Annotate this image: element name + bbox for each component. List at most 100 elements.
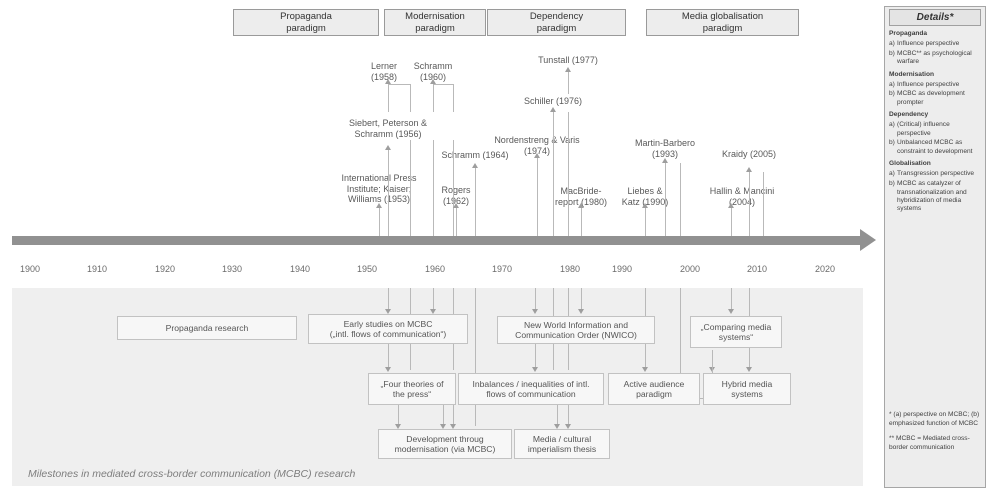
milestone-line: Schramm <box>413 61 453 71</box>
milestone-label-siebert-peterson-1956: Siebert, Peterson &Schramm (1956) <box>328 118 448 139</box>
details-item-key: b) <box>889 180 895 188</box>
details-item-text: Influence perspective <box>897 80 960 88</box>
year-label-1950: 1950 <box>356 264 378 274</box>
concept-box-line: Early studies on MCBC <box>343 318 433 329</box>
milestone-line: (1974) <box>523 145 550 156</box>
milestone-line: Rogers <box>441 185 471 195</box>
diagram-caption: Milestones in mediated cross-border comm… <box>28 468 356 480</box>
details-item-text: MCBC** as psychological warfare <box>897 49 972 66</box>
details-group-heading-dependency: Dependency <box>889 111 929 119</box>
milestone-label-rogers-1962: Rogers(1962) <box>396 185 516 206</box>
details-item-text: MCBC as catalyzer of transnationalizatio… <box>897 180 967 213</box>
milestone-line: Schiller (1976) <box>523 96 583 106</box>
concept-box-line: Media / cultural <box>532 433 592 444</box>
year-label-1910: 1910 <box>86 264 108 274</box>
milestone-label-lerner-1958: Lerner(1958) <box>324 61 444 82</box>
milestone-line: (1962) <box>442 195 469 206</box>
concept-box-line: paradigm <box>636 389 672 399</box>
details-item-key: a) <box>889 80 895 88</box>
year-label-2020: 2020 <box>814 264 836 274</box>
details-item: a)(Critical) influence perspective <box>889 121 982 138</box>
timeline-axis-arrowhead <box>860 229 876 251</box>
milestone-line: Martin-Barbero <box>634 138 696 148</box>
paradigm-label-line2: paradigm <box>702 22 743 34</box>
details-item: a)Influence perspective <box>889 81 982 89</box>
concept-box-line: Inbalances / inequalities of intl. <box>472 378 590 389</box>
concept-box-line: Hybrid media <box>721 378 773 389</box>
concept-box-line: „Comparing media <box>700 321 772 332</box>
timeline-axis-bar <box>12 236 863 245</box>
milestone-line: (1960) <box>419 71 446 82</box>
paradigm-label-line1: Dependency <box>529 11 584 22</box>
details-item-text: Influence perspective <box>897 39 960 47</box>
paradigm-label-line1: Propaganda <box>280 11 332 22</box>
year-label-1920: 1920 <box>154 264 176 274</box>
milestone-label-schramm-1960: Schramm(1960) <box>373 61 493 82</box>
concept-box-line: Active audience <box>623 378 685 389</box>
year-label-1960: 1960 <box>424 264 446 274</box>
concept-box-line: („intl. flows of communication“) <box>329 329 447 339</box>
details-footnotes: * (a) perspective on MCBC; (b) emphasize… <box>889 404 982 452</box>
milestone-label-nordenstreng-varis-1974: Nordenstreng & Varis(1974) <box>477 135 597 156</box>
milestone-line: Katz (1990) <box>621 196 669 207</box>
details-item: b)MCBC** as psychological warfare <box>889 50 982 67</box>
milestone-label-macbride-report-1980: MacBride-report (1980) <box>521 186 641 207</box>
milestone-label-kraidy-2005: Kraidy (2005) <box>689 149 809 160</box>
paradigm-label-line2: paradigm <box>286 22 326 34</box>
details-item-key: a) <box>889 170 895 178</box>
concept-box-line: Development throug <box>406 433 484 444</box>
milestone-line: Institute; Kaiser; <box>346 183 412 194</box>
concept-box-line: imperialism thesis <box>527 444 597 454</box>
details-item-text: MCBC as development prompter <box>897 90 965 106</box>
concept-box-line: the press“ <box>392 389 432 399</box>
details-group-heading-globalisation: Globalisation <box>889 160 931 168</box>
details-item-text: Transgression perspective <box>897 170 975 178</box>
concept-box-line: systems <box>731 389 763 399</box>
paradigm-label-line1: Media globalisation <box>681 11 764 22</box>
concept-box-imbalances-flows: Inbalances / inequalities of intl.flows … <box>458 373 604 405</box>
milestone-line: (2004) <box>728 196 755 207</box>
milestone-label-schramm-1964: Schramm (1964) <box>415 150 535 161</box>
concept-box-line: modernisation (via MCBC) <box>394 444 496 454</box>
milestone-label-liebes-katz-1990: Liebes &Katz (1990) <box>585 186 705 207</box>
details-item: a)Transgression perspective <box>889 170 982 178</box>
details-footnote: * (a) perspective on MCBC; (b) emphasize… <box>889 411 980 427</box>
paradigm-label-line1: Modernisation <box>405 11 465 22</box>
details-item: b)MCBC as catalyzer of transnationalizat… <box>889 180 982 214</box>
milestone-line: MacBride- <box>560 186 602 196</box>
year-label-1970: 1970 <box>491 264 513 274</box>
concept-box-early-studies-mcbc: Early studies on MCBC(„intl. flows of co… <box>308 314 468 344</box>
paradigm-label-line2: paradigm <box>415 22 455 34</box>
milestone-line: Schramm (1956) <box>354 128 422 139</box>
details-group-heading-propaganda: Propaganda <box>889 30 928 37</box>
paradigm-label-line2: paradigm <box>536 22 577 34</box>
milestone-line: report (1980) <box>554 196 608 207</box>
milestone-line: Hallin & Mancini <box>709 186 775 196</box>
concept-box-line: flows of communication <box>486 389 576 399</box>
details-item-key: b) <box>889 49 895 57</box>
year-label-1940: 1940 <box>289 264 311 274</box>
details-item: b)Unbalanced MCBC as constraint to devel… <box>889 139 982 156</box>
milestone-line: (1993) <box>651 148 678 159</box>
milestone-line: Siebert, Peterson & <box>348 118 428 128</box>
details-item-key: b) <box>889 139 895 147</box>
milestone-line: Nordenstreng & Varis <box>494 135 580 145</box>
milestone-line: Schramm (1964) <box>441 150 509 160</box>
year-label-1980: 1980 <box>559 264 581 274</box>
year-label-1900: 1900 <box>19 264 41 274</box>
concept-box-line: systems“ <box>718 332 754 342</box>
milestone-label-schiller-1976: Schiller (1976) <box>493 96 613 107</box>
year-label-1990: 1990 <box>611 264 633 274</box>
year-label-2000: 2000 <box>679 264 701 274</box>
milestone-label-tunstall-1977: Tunstall (1977) <box>508 55 628 66</box>
details-item-key: a) <box>889 121 895 129</box>
